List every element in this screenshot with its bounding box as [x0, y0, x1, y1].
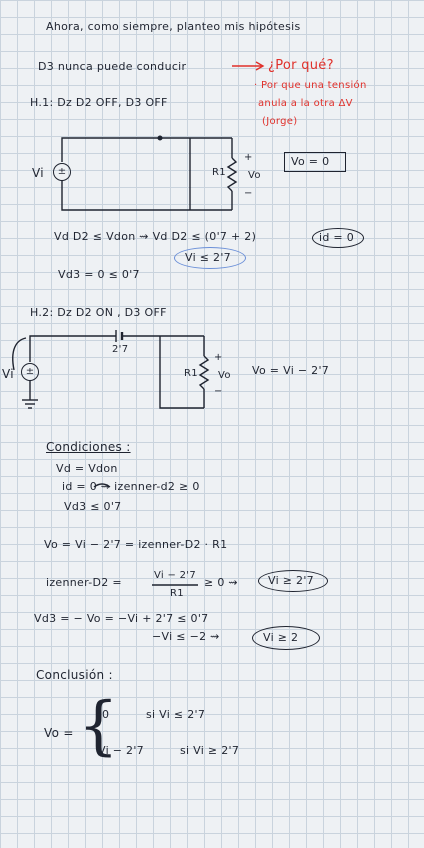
- condition-1: Vd = Vdon: [56, 462, 118, 475]
- conclusion-case2-condition: si Vi ≥ 2'7: [180, 744, 240, 757]
- h1-r1-label: R1: [212, 167, 226, 178]
- h2-battery-label: 2'7: [112, 344, 129, 355]
- derivation-eq2-denominator: R1: [170, 588, 184, 599]
- derivation-eq2-result: Vi ≥ 2'7: [268, 574, 314, 587]
- h1-result-text: Vo = 0: [291, 155, 330, 168]
- h2-vi-label: Vi: [2, 367, 14, 381]
- question-text: ¿Por qué?: [268, 58, 334, 73]
- derivation-eq4-oval: Vi ≥ 2: [252, 626, 320, 650]
- derivation-eq3: Vd3 = − Vo = −Vi + 2'7 ≤ 0'7: [34, 612, 209, 625]
- h1-vi-result: Vi ≤ 2'7: [185, 251, 231, 264]
- h1-id-oval: id = 0: [312, 228, 364, 248]
- h1-vi-label: Vi: [32, 166, 44, 180]
- h1-vd3: Vd3 = 0 ≤ 0'7: [58, 268, 140, 281]
- h2-minus-sign: −: [214, 386, 223, 397]
- derivation-eq4: −Vi ≤ −2 ⇝: [152, 630, 220, 643]
- h1-id-result: id = 0: [319, 231, 355, 244]
- conclusion-case2-value: Vi − 2'7: [98, 744, 144, 757]
- h2-r1-label: R1: [184, 368, 198, 379]
- condition-2: id = 0 ⇝ izenner-d2 ≥ 0: [62, 480, 200, 493]
- conclusion-case1-condition: si Vi ≤ 2'7: [146, 708, 206, 721]
- h1-condition-vd2: Vd D2 ≤ Vdon ⇝ Vd D2 ≤ (0'7 + 2): [54, 230, 257, 243]
- derivation-eq1: Vo = Vi − 2'7 = izenner-D2 · R1: [44, 538, 228, 551]
- h2-title: H.2: Dz D2 ON , D3 OFF: [30, 306, 167, 319]
- derivation-eq2-right: ≥ 0 ⇝: [204, 576, 238, 589]
- h1-vi-oval: Vi ≤ 2'7: [174, 247, 246, 269]
- conclusion-case1-value: 0: [102, 708, 110, 721]
- h2-voltage-source-icon: ±: [21, 363, 39, 381]
- reason-line-1: · Por que una tensión: [254, 80, 367, 91]
- h1-minus-sign: −: [244, 188, 253, 199]
- header-text: Ahora, como siempre, planteo mis hipótes…: [46, 20, 301, 33]
- h2-vo-label: Vo: [218, 370, 231, 381]
- derivation-eq2-oval: Vi ≥ 2'7: [258, 570, 328, 592]
- conclusion-title: Conclusión :: [36, 668, 113, 682]
- h2-plus-sign: +: [214, 352, 223, 363]
- conclusion-vo: Vo =: [44, 726, 74, 740]
- derivation-eq2-numerator: Vi − 2'7: [154, 570, 197, 581]
- h1-plus-sign: +: [244, 152, 253, 163]
- h2-result: Vo = Vi − 2'7: [252, 364, 330, 377]
- h1-vo-label: Vo: [248, 170, 261, 181]
- h1-voltage-source-icon: ±: [53, 163, 71, 181]
- reason-line-2: anula a la otra ΔV: [258, 98, 353, 109]
- condition-3: Vd3 ≤ 0'7: [64, 500, 122, 513]
- reason-line-3: (Jorge): [262, 116, 298, 127]
- h1-result-box: Vo = 0: [284, 152, 346, 172]
- conclusion-brace: {: [78, 689, 119, 763]
- conditions-title: Condiciones :: [46, 440, 131, 454]
- h1-title: H.1: Dz D2 OFF, D3 OFF: [30, 96, 168, 109]
- d3-statement: D3 nunca puede conducir: [38, 60, 187, 73]
- derivation-eq4-result: Vi ≥ 2: [263, 631, 299, 644]
- derivation-eq2-left: izenner-D2 =: [46, 576, 122, 589]
